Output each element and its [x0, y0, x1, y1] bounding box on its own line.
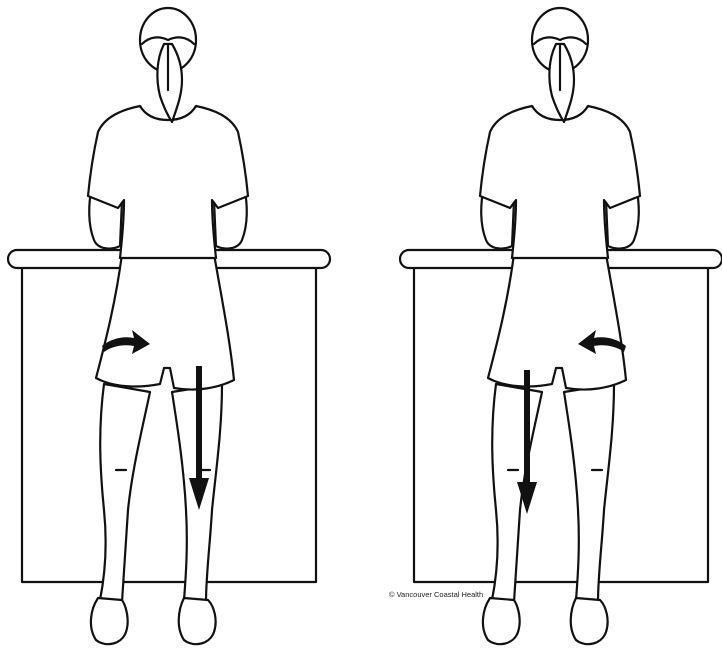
right-panel — [400, 8, 722, 644]
left-panel — [8, 8, 330, 644]
copyright-notice: © Vancouver Coastal Health — [389, 590, 483, 599]
